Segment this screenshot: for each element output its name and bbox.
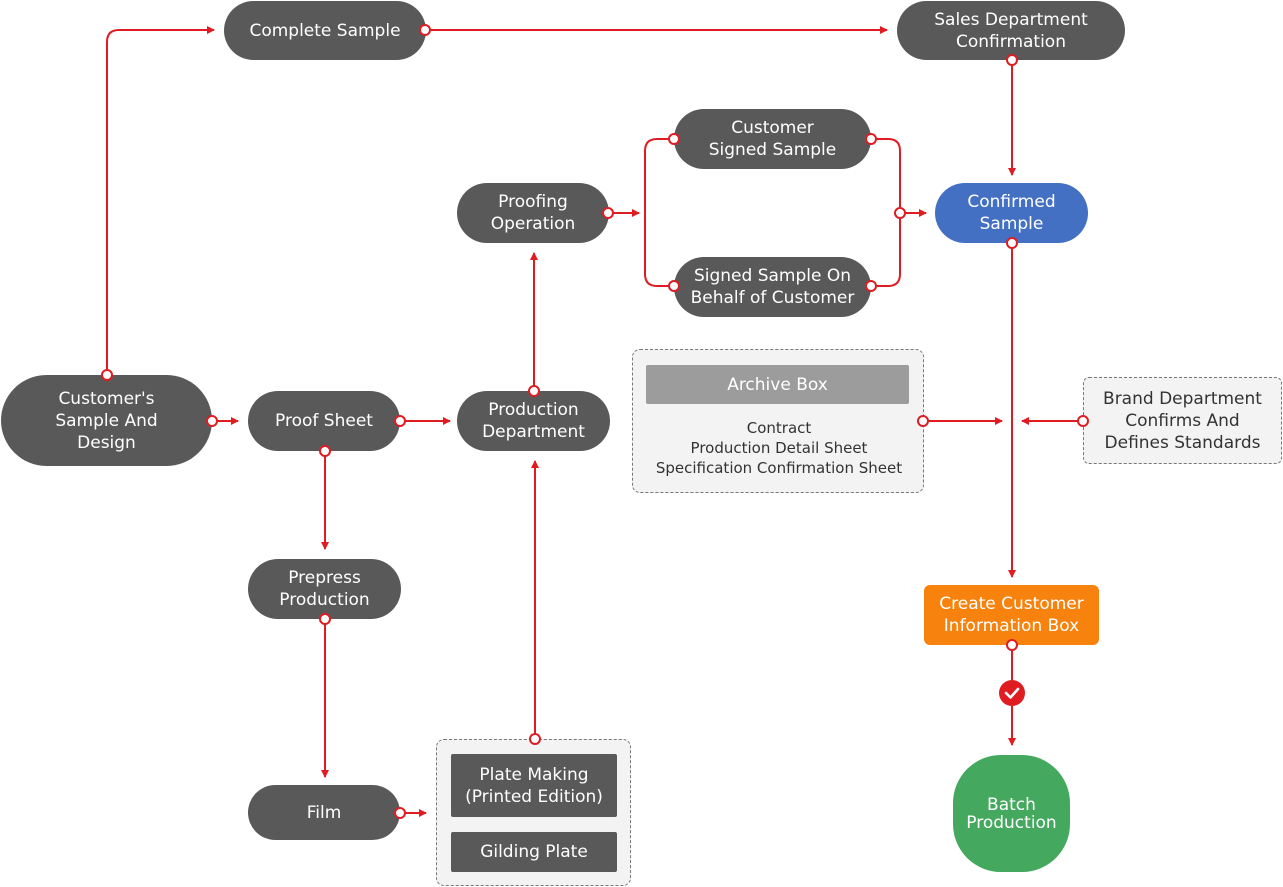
port-behalf-left [668,280,680,292]
film-node: Film [248,785,400,840]
connector-design-to-complete-sample [106,26,215,373]
port-film-right [394,807,406,819]
proof-sheet-node: Proof Sheet [248,391,400,451]
port-merge [894,207,906,219]
port-complete-sample-right [419,24,431,36]
port-proof-sheet-bottom [319,445,331,457]
plates-group: Plate Making (Printed Edition) Gilding P… [436,739,631,886]
port-design-right [206,415,218,427]
production-department-node: Production Department [457,391,610,451]
archive-group: Archive Box Contract Production Detail S… [632,349,924,493]
port-confirmed-bottom [1006,237,1018,249]
create-info-box-node: Create Customer Information Box [924,585,1099,645]
port-plates-top [529,733,541,745]
complete-sample-node: Complete Sample [224,1,426,60]
customer-signed-sample-node: Customer Signed Sample [674,109,871,169]
proofing-operation-node: Proofing Operation [457,183,609,243]
archive-box-header: Archive Box [646,365,909,404]
brand-department-node: Brand Department Confirms And Defines St… [1083,377,1282,464]
customer-sample-design-node: Customer's Sample And Design [1,375,212,466]
confirmed-sample-node: Confirmed Sample [935,183,1088,243]
gilding-plate-box: Gilding Plate [451,832,617,872]
connector-split-left-bracket [644,138,674,287]
batch-production-node: Batch Production [953,755,1070,872]
sales-confirmation-node: Sales Department Confirmation [897,1,1125,60]
port-proofing-right [602,207,614,219]
port-proof-sheet-right [394,415,406,427]
port-behalf-right [865,280,877,292]
check-circle-icon [999,680,1025,706]
signed-on-behalf-node: Signed Sample On Behalf of Customer [674,257,871,317]
port-info-box-bottom [1006,639,1018,651]
plate-making-box: Plate Making (Printed Edition) [451,754,617,817]
port-prepress-bottom [319,613,331,625]
prepress-production-node: Prepress Production [248,559,401,619]
port-archive-right [917,415,929,427]
port-customer-signed-left [668,133,680,145]
port-sales-bottom [1006,54,1018,66]
port-design-top [101,369,113,381]
port-production-top [528,385,540,397]
archive-documents-list: Contract Production Detail Sheet Specifi… [655,419,903,477]
port-brand-left [1077,415,1089,427]
port-customer-signed-right [865,133,877,145]
